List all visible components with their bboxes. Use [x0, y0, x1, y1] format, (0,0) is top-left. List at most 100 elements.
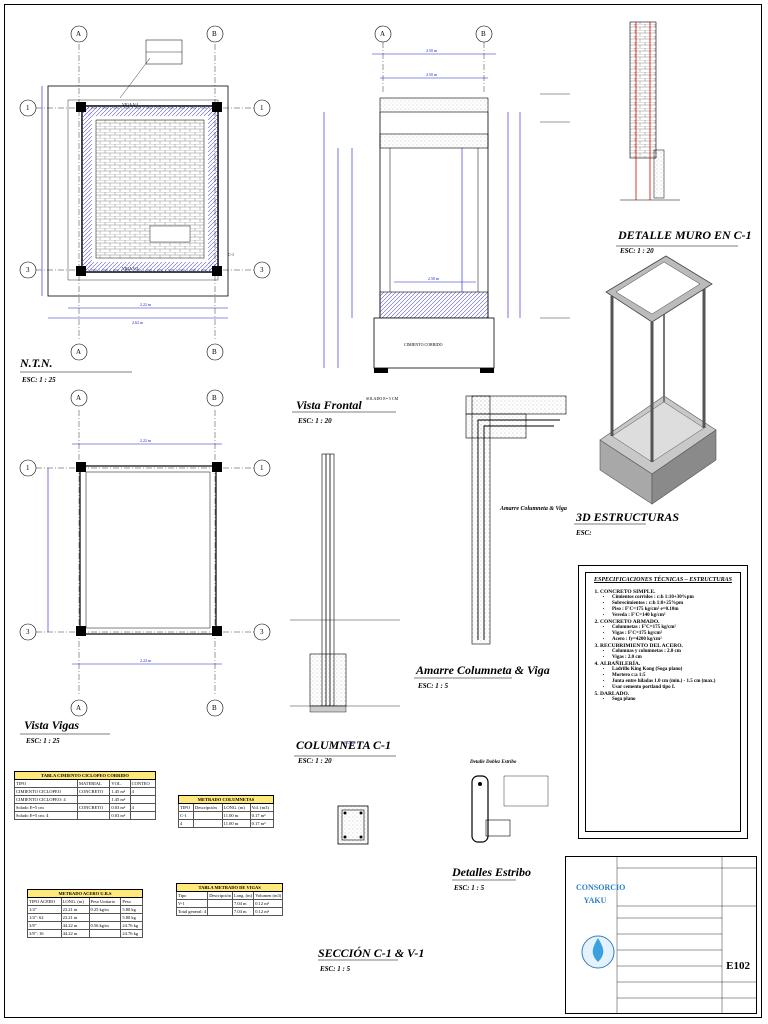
scale-vista-frontal: ESC: 1 : 20	[298, 417, 332, 425]
detail-muro	[616, 21, 738, 247]
table-cimiento-title: TABLA CIMIENTO CICLOPEO CORRIDO	[14, 771, 156, 780]
cell: 0.12 m³	[253, 899, 284, 908]
grid-label-1: 1	[26, 104, 30, 112]
grid-label-3b: 3	[26, 628, 30, 636]
cell	[207, 899, 233, 908]
spec-item: Vigas : 2.0 cm	[612, 655, 740, 660]
th: Vol. (m3)	[249, 803, 275, 812]
grid-label-a: A	[76, 30, 82, 38]
cell: C-1	[177, 811, 195, 820]
spec-item: Columnetas : F'C=175 kg/cm²	[612, 625, 740, 630]
scale-nti: ESC: 1 : 25	[22, 376, 56, 384]
cell: 7.04 m	[231, 907, 255, 916]
grid-label-a5: A	[76, 704, 82, 712]
spec-item: Sobrecimientos : c:h 1:8+25%pm	[612, 601, 740, 606]
note-cimiento: CIMIENTO CORRIDO	[404, 342, 443, 347]
table-vigas: TABLA METRADO DE VIGAS Tipo Descripción …	[175, 883, 284, 916]
cell: CIMIENTO CICLOPEO	[14, 787, 78, 796]
spec-label: CONCRETO SIMPLE.	[600, 589, 656, 595]
cell: 0.12 m³	[253, 907, 284, 916]
cell	[88, 913, 122, 922]
isometric-3d-estructuras	[574, 255, 717, 525]
title-3d: 3D ESTRUCTURAS	[576, 510, 680, 524]
note-solado: SOLADO E= 5 CM	[366, 396, 399, 401]
grid-label-b5: B	[212, 704, 217, 712]
detail-amarre	[414, 395, 567, 679]
cell: CONCRETO	[76, 803, 111, 812]
title-amarre: Amarre Columneta & Viga	[416, 663, 550, 677]
spec-item: Mortero c:a 1:5	[612, 673, 740, 678]
cell	[207, 907, 233, 916]
grid-bubbles	[19, 25, 493, 717]
grid-label-a3: A	[380, 30, 386, 38]
title-block: CONSORCIO YAKU E102	[565, 856, 757, 1014]
th: LONG. (m)	[60, 897, 90, 906]
th: Long. (m)	[231, 891, 255, 900]
sheet-number: E102	[726, 960, 750, 972]
spec-section: RECUBRIMIENTO DEL ACERO. Columnas y colu…	[600, 643, 740, 660]
note-columneta: C-1	[228, 252, 234, 257]
spec-section: DARLADO. Soga plano	[600, 691, 740, 702]
dim-plan-w1: 2.22 m	[140, 302, 152, 307]
title-vista-vigas: Vista Vigas	[24, 718, 80, 732]
scale-vista-vigas: ESC: 1 : 25	[26, 737, 60, 745]
cell: 4	[129, 787, 157, 796]
table-row: Solado E=5 cm: 4 0.03 m³	[14, 811, 157, 820]
scale-seccion: ESC: 1 : 5	[320, 965, 351, 973]
th: LONG. (m)	[221, 803, 251, 812]
note-amarre: Amarre Columneta & Viga	[500, 506, 567, 512]
scale-3d: ESC:	[576, 529, 592, 537]
title-nti: N.T.N.	[20, 356, 53, 370]
cell	[193, 819, 223, 828]
cell: V-1	[175, 899, 209, 908]
cell: 3/8": 16	[27, 929, 62, 938]
spec-item: Piso : F'C=175 kg/cm² e=0.10m	[612, 607, 740, 612]
spec-label: ALBAÑILERÍA.	[600, 661, 641, 667]
dim-frontal-w3: 2.50 m	[426, 48, 438, 53]
company-name: CONSORCIO	[576, 883, 626, 892]
cell	[88, 929, 122, 938]
cell: 0.17 m³	[249, 811, 275, 820]
spec-item: Acero : fy=4200 kg/cm²	[612, 637, 740, 642]
cell: 0.25 kg/m	[88, 905, 122, 914]
grid-label-a2: A	[76, 394, 82, 402]
note-doblez-estribo: Detalle Doblez Estribo	[470, 760, 517, 765]
scale-columneta: ESC: 1 : 20	[298, 757, 332, 765]
dim-vigas-w1: 2.22 m	[140, 438, 152, 443]
plan-vista-vigas	[20, 410, 254, 735]
cell: 0.03 m³	[109, 811, 131, 820]
cell: 1/4": 62	[27, 913, 62, 922]
cell: Solado E=5 cm	[14, 803, 78, 812]
table-vigas-title: TABLA METRADO DE VIGAS	[175, 883, 284, 892]
grid-label-b: B	[212, 30, 217, 38]
cell: 1.45 m³	[109, 787, 131, 796]
cell: 11.00 m	[221, 819, 251, 828]
cell: Solado E=5 cm: 4	[14, 811, 78, 820]
specs-inner: ESPECIFICACIONES TÉCNICAS – ESTRUCTURAS …	[585, 572, 741, 832]
cell	[129, 811, 157, 820]
cell	[193, 811, 223, 820]
cell: 24.76 kg	[120, 921, 143, 930]
grid-label-3-right: 3	[260, 266, 264, 274]
specs-panel: ESPECIFICACIONES TÉCNICAS – ESTRUCTURAS …	[578, 565, 748, 839]
scale-estribo: ESC: 1 : 5	[454, 884, 485, 892]
cell: 7.04 m	[231, 899, 255, 908]
th: Volumen (m3)	[253, 891, 284, 900]
specs-title: ESPECIFICACIONES TÉCNICAS – ESTRUCTURAS	[594, 577, 732, 583]
cell: 0.17 m³	[249, 819, 275, 828]
title-columneta: COLUMNETA C-1	[296, 738, 392, 752]
cell: 23.21 m	[60, 913, 90, 922]
grid-label-a4: A	[76, 348, 82, 356]
spec-section: CONCRETO SIMPLE. Cimientos corridos : c:…	[600, 589, 740, 618]
cell: 23.21 m	[60, 905, 90, 914]
